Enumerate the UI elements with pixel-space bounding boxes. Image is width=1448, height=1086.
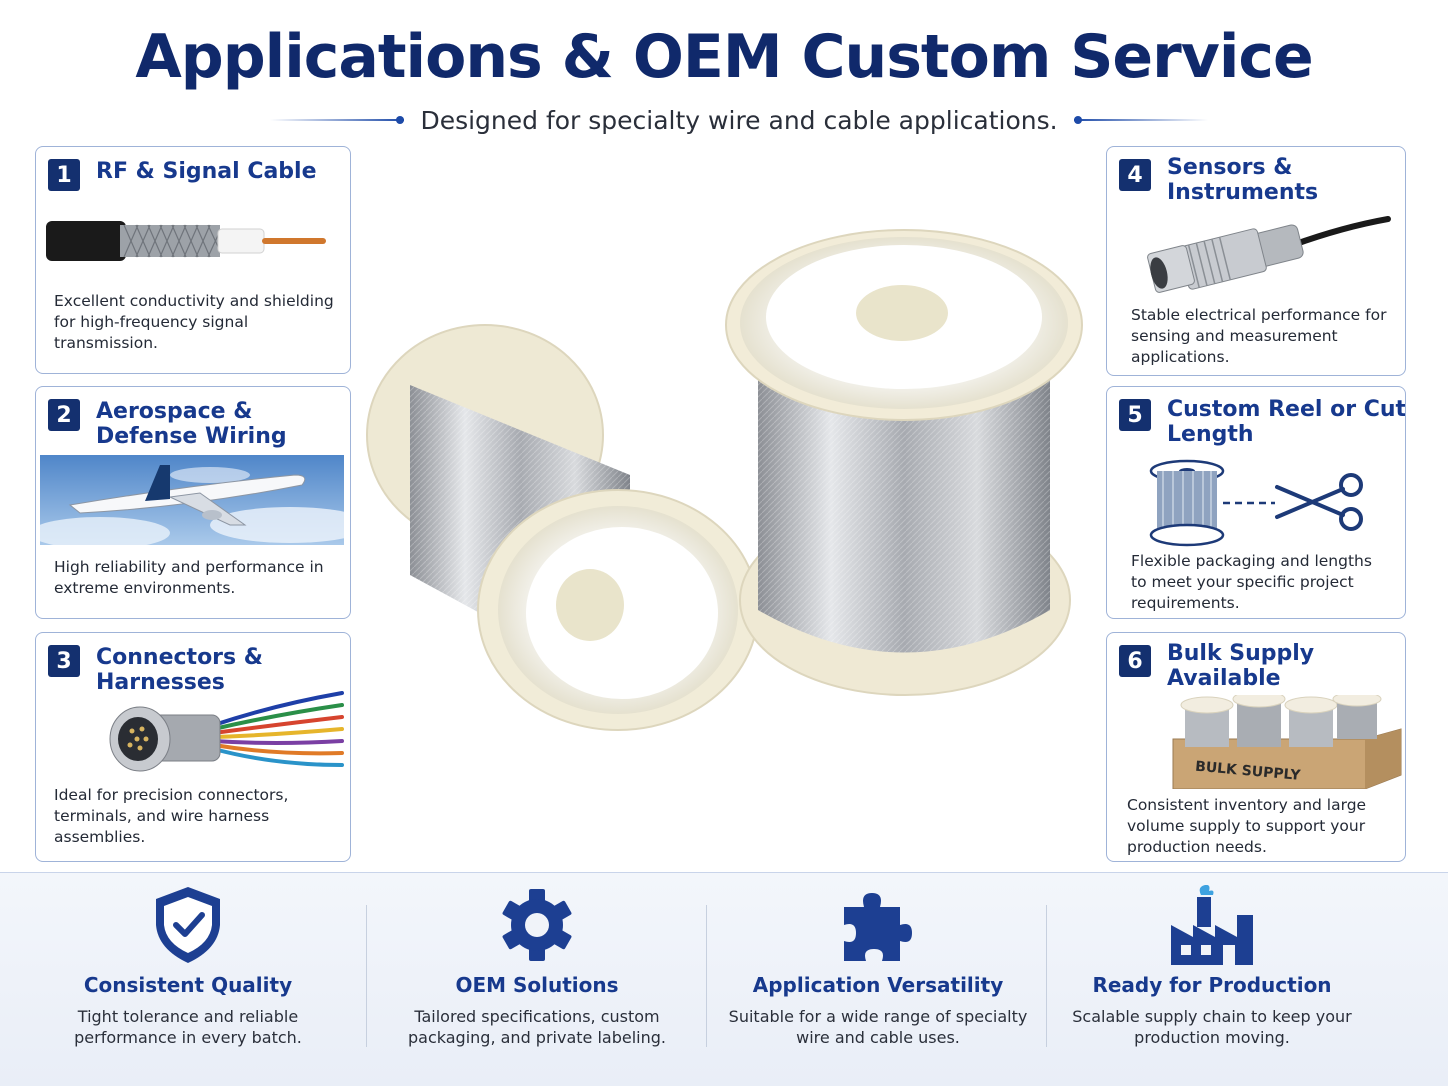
subtitle-divider-right [1073,116,1208,124]
card-number-badge: 2 [48,399,80,431]
subtitle-row: Designed for specialty wire and cable ap… [270,100,1208,140]
feature-consistent-quality: Consistent Quality Tight tolerance and r… [30,873,346,1086]
shield-check-icon [156,887,220,963]
feature-title: Application Versatility [752,973,1004,997]
card-description: Stable electrical performance for sensin… [1131,306,1387,366]
card-title: Connectors & Harnesses [96,645,263,695]
wire-spools-image [366,229,1083,731]
card-number-badge: 5 [1119,399,1151,431]
features-band: Consistent Quality Tight tolerance and r… [0,872,1448,1086]
feature-divider [706,905,707,1047]
feature-title: Consistent Quality [83,973,293,997]
feature-title: Ready for Production [1092,973,1332,997]
factory-icon [1171,885,1253,965]
feature-divider [366,905,367,1047]
card-description: Ideal for precision connectors, terminal… [54,786,289,846]
coaxial-cable-image [46,221,326,261]
card-description: Flexible packaging and lengths to meet y… [1131,552,1372,612]
airplane-image [40,455,344,545]
card-number-badge: 1 [48,159,80,191]
feature-divider [1046,905,1047,1047]
application-card-sensors: 4 Sensors & Instruments Stable electrica… [1106,146,1406,376]
card-title: Aerospace & Defense Wiring [96,399,287,449]
card-title: Sensors & Instruments [1167,155,1319,205]
card-description: Consistent inventory and large volume su… [1127,796,1367,856]
card-description: High reliability and performance in extr… [54,558,324,597]
application-card-aerospace: 2 Aerospace & Defense Wiring High reliab… [35,386,351,619]
card-title: Bulk Supply Available [1167,641,1315,691]
feature-description: Tight tolerance and reliable performance… [74,1007,302,1047]
subtitle-divider-left [270,116,405,124]
feature-description: Scalable supply chain to keep your produ… [1072,1007,1352,1047]
feature-oem-solutions: OEM Solutions Tailored specifications, c… [380,873,694,1086]
page-title: Applications & OEM Custom Service [135,22,1313,92]
large-spool [725,229,1083,696]
page-subtitle: Designed for specialty wire and cable ap… [420,105,1058,135]
card-title: RF & Signal Cable [96,159,317,184]
connector-harness-image [109,691,344,772]
application-card-connectors: 3 Connectors & Harnesses Ideal for preci… [35,632,351,862]
application-card-rf-signal: 1 RF & Signal Cable Excellent conductivi… [35,146,351,374]
application-card-bulk-supply: 6 Bulk Supply Available BULK SUPPLY Cons… [1106,632,1406,862]
bulk-spools-image: BULK SUPPLY [1172,695,1402,789]
puzzle-icon [844,893,912,961]
feature-description: Suitable for a wide range of specialty w… [728,1007,1028,1047]
reel-scissors-image [1149,459,1363,547]
application-card-custom-reel: 5 Custom Reel or Cut Length Flexible pac… [1106,386,1406,619]
card-number-badge: 3 [48,645,80,677]
card-number-badge: 4 [1119,159,1151,191]
feature-title: OEM Solutions [455,973,619,997]
sensor-probe-image [1147,216,1391,293]
feature-application-versatility: Application Versatility Suitable for a w… [720,873,1036,1086]
small-spool [366,324,759,731]
card-title: Custom Reel or Cut Length [1167,397,1406,447]
feature-ready-for-production: Ready for Production Scalable supply cha… [1056,873,1368,1086]
feature-description: Tailored specifications, custom packagin… [408,1007,666,1047]
card-number-badge: 6 [1119,645,1151,677]
card-description: Excellent conductivity and shielding for… [54,292,334,352]
gear-icon [502,889,572,961]
